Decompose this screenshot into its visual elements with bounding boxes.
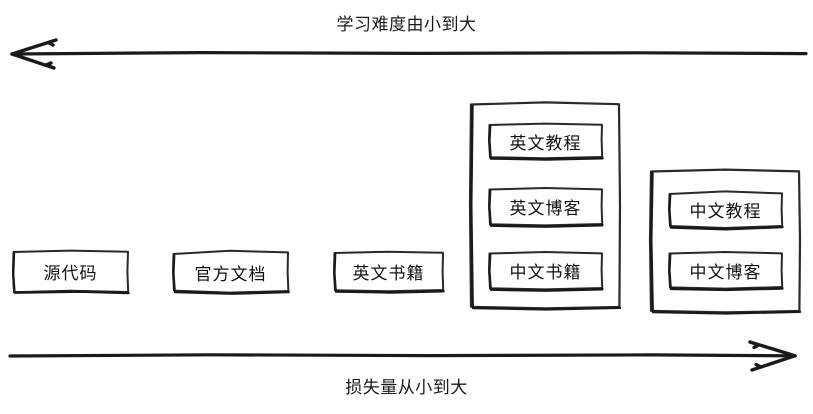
node-source-code[interactable]: 源代码 — [43, 264, 98, 283]
group-english-tutorial-blog-chinese-book[interactable]: 英文教程 英文博客 中文书籍 — [470, 103, 620, 308]
node-english-blog[interactable]: 英文博客 — [509, 199, 582, 218]
top-axis-arrow — [10, 38, 808, 70]
node-chinese-tutorial[interactable]: 中文教程 — [689, 201, 762, 221]
node-chinese-blog[interactable]: 中文博客 — [689, 262, 762, 282]
bottom-axis-arrow — [8, 340, 797, 372]
node-english-tutorial[interactable]: 英文教程 — [509, 133, 582, 153]
node-english-book[interactable]: 英文书籍 — [352, 264, 425, 283]
group-chinese-tutorial-blog[interactable]: 中文教程 中文博客 — [650, 170, 800, 312]
node-official-docs[interactable]: 官方文档 — [194, 264, 267, 284]
bottom-axis-caption: 损失量从小到大 — [345, 378, 468, 397]
node-chinese-book[interactable]: 中文书籍 — [509, 263, 582, 282]
top-axis-caption: 学习难度由小到大 — [336, 15, 477, 34]
